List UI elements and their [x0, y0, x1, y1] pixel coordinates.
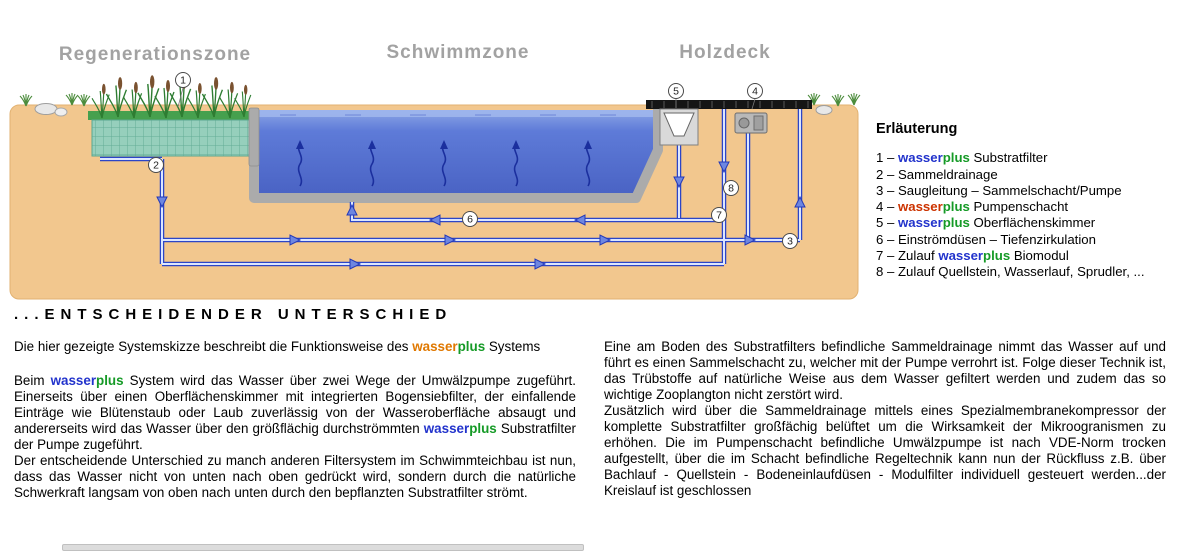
svg-text:6: 6 [467, 214, 473, 226]
body-paragraph-left-1: Beim wasserplus System wird das Wasser ü… [14, 373, 576, 452]
svg-text:7: 7 [716, 210, 722, 222]
zone-label-schwimmzone: Schwimmzone [387, 42, 530, 63]
marker-6: 6 [462, 211, 478, 227]
intro-paragraph: Die hier gezeigte Systemskizze beschreib… [14, 339, 541, 354]
legend: Erläuterung 1 – wasserplus Substratfilte… [876, 121, 1176, 281]
legend-title: Erläuterung [876, 121, 958, 137]
svg-text:1: 1 [180, 75, 186, 87]
marker-2: 2 [148, 157, 164, 173]
body-paragraph-left-2: Der entscheidende Unterschied zu manch a… [14, 453, 576, 500]
right-column: Eine am Boden des Substratfilters befind… [604, 339, 1166, 501]
zone-divider-wall [248, 107, 260, 167]
svg-text:3: 3 [787, 236, 793, 248]
pump-icon [734, 112, 768, 134]
basin-liner [249, 108, 663, 203]
legend-item-8: 8 – Zulauf Quellstein, Wasserlauf, Sprud… [876, 264, 1145, 280]
legend-item-1: 1 – wasserplus Substratfilter [876, 150, 1048, 166]
legend-item-6: 6 – Einströmdüsen – Tiefenzirkulation [876, 231, 1096, 247]
left-column: Die hier gezeigte Systemskizze beschreib… [14, 339, 576, 501]
horizontal-scrollbar[interactable] [62, 544, 584, 551]
legend-item-5: 5 – wasserplus Oberflächenskimmer [876, 215, 1096, 231]
skimmer-icon [659, 108, 699, 146]
swimming-zone-water [254, 110, 658, 194]
marker-7: 7 [711, 207, 727, 223]
legend-item-4: 4 – wasserplus Pumpenschacht [876, 199, 1069, 215]
text-section: ...ENTSCHEIDENDER UNTERSCHIED Die hier g… [14, 306, 1166, 501]
svg-text:2: 2 [153, 160, 159, 172]
body-paragraph-right-2: Zusätzlich wird über die Sammeldrainage … [604, 403, 1166, 498]
substrate-filter [88, 111, 256, 157]
wood-deck [646, 100, 812, 109]
svg-text:8: 8 [728, 183, 734, 195]
bank-rocks [34, 103, 833, 117]
marker-3: 3 [782, 233, 798, 249]
legend-item-3: 3 – Saugleitung – Sammelschacht/Pumpe [876, 182, 1122, 198]
marker-8: 8 [723, 180, 739, 196]
svg-text:5: 5 [673, 86, 679, 98]
marker-5: 5 [668, 83, 684, 108]
svg-text:4: 4 [752, 86, 758, 98]
body-paragraph-right-1: Eine am Boden des Substratfilters befind… [604, 339, 1166, 402]
pond-system-diagram: Regenerationszone Schwimmzone Holzdeck [9, 42, 861, 300]
legend-item-2: 2 – Sammeldrainage [876, 166, 998, 182]
marker-1: 1 [175, 72, 191, 108]
zone-label-holzdeck: Holzdeck [679, 42, 770, 63]
legend-item-7: 7 – Zulauf wasserplus Biomodul [876, 248, 1069, 264]
marker-4: 4 [747, 83, 763, 110]
zone-label-regenerationszone: Regenerationszone [59, 44, 251, 65]
page-heading: ...ENTSCHEIDENDER UNTERSCHIED [14, 306, 453, 323]
